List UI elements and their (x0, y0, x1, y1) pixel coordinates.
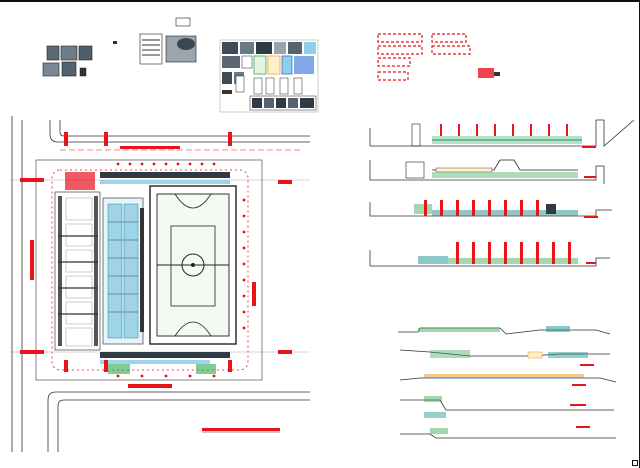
profile-4 (400, 396, 614, 418)
profile-5 (400, 426, 616, 439)
building-sections (369, 119, 635, 267)
profile-3 (399, 374, 617, 386)
section-1 (369, 119, 635, 148)
perimeter-road (10, 116, 310, 452)
sports-court (149, 185, 237, 345)
legend-block-top-right (377, 33, 500, 81)
site-plan (10, 116, 310, 452)
viewport-border-top (0, 0, 640, 2)
terrain-profiles (398, 326, 617, 439)
detail-thumbnails-top-left (42, 17, 197, 77)
detail-panel-top-center (219, 39, 319, 113)
section-3 (369, 200, 612, 218)
parking-bays (54, 191, 101, 351)
profile-1 (398, 326, 611, 335)
section-2 (369, 159, 605, 184)
viewport-corner-marker (632, 460, 638, 466)
profile-2 (399, 349, 610, 366)
section-4 (369, 242, 610, 267)
seating-stands (102, 197, 144, 345)
north-road (60, 146, 300, 151)
center-circle (181, 253, 205, 277)
